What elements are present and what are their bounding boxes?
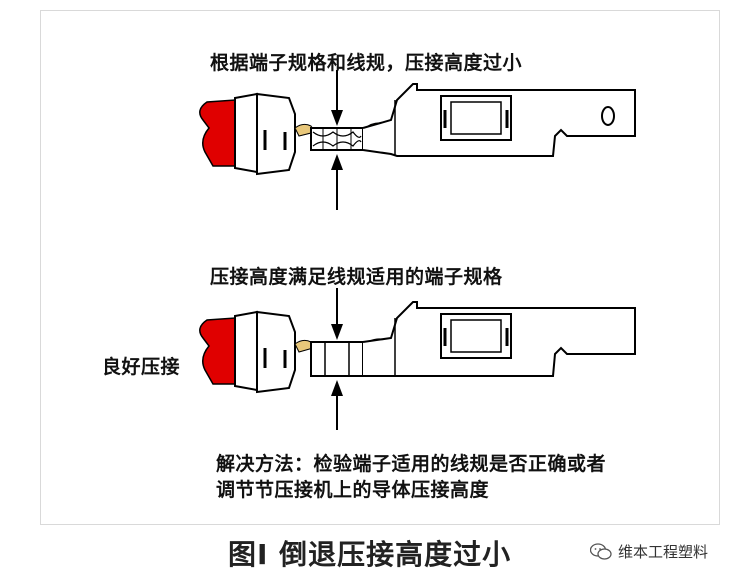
insulation-barrel xyxy=(256,310,296,394)
wire-insulation xyxy=(199,99,236,167)
insulation-barrel xyxy=(256,92,296,176)
brand-watermark: 维本工程塑料 xyxy=(590,541,708,562)
wire-insulation xyxy=(199,317,236,385)
insulation-sleeve xyxy=(234,310,258,392)
solution-caption: 解决方法：检验端子适用的线规是否正确或者 调节节压接机上的导体压接高度 xyxy=(216,451,606,503)
good-crimp-label: 良好压接 xyxy=(102,356,181,378)
terminal-good-diagram xyxy=(199,288,636,430)
brand-name: 维本工程塑料 xyxy=(618,543,709,561)
conductor-crimp-good xyxy=(310,341,364,377)
crimp-arrow-up xyxy=(331,154,343,210)
solution-line-2: 调节节压接机上的导体压接高度 xyxy=(216,479,490,501)
problem-caption: 根据端子规格和线规，压接高度过小 xyxy=(210,52,523,74)
crimp-arrow-down xyxy=(331,288,343,340)
crimp-arrow-up xyxy=(331,380,343,430)
insulation-sleeve xyxy=(234,92,258,174)
crimp-arrow-down xyxy=(331,70,343,126)
terminal-hole xyxy=(601,106,615,126)
good-condition-caption: 压接高度满足线规适用的端子规格 xyxy=(210,266,503,288)
figure-frame xyxy=(40,10,720,525)
wechat-icon xyxy=(590,542,612,560)
solution-line-1: 解决方法：检验端子适用的线规是否正确或者 xyxy=(216,453,607,475)
terminal-too-small-diagram xyxy=(199,70,636,210)
figure-title: 图I 倒退压接高度过小 xyxy=(228,538,512,571)
